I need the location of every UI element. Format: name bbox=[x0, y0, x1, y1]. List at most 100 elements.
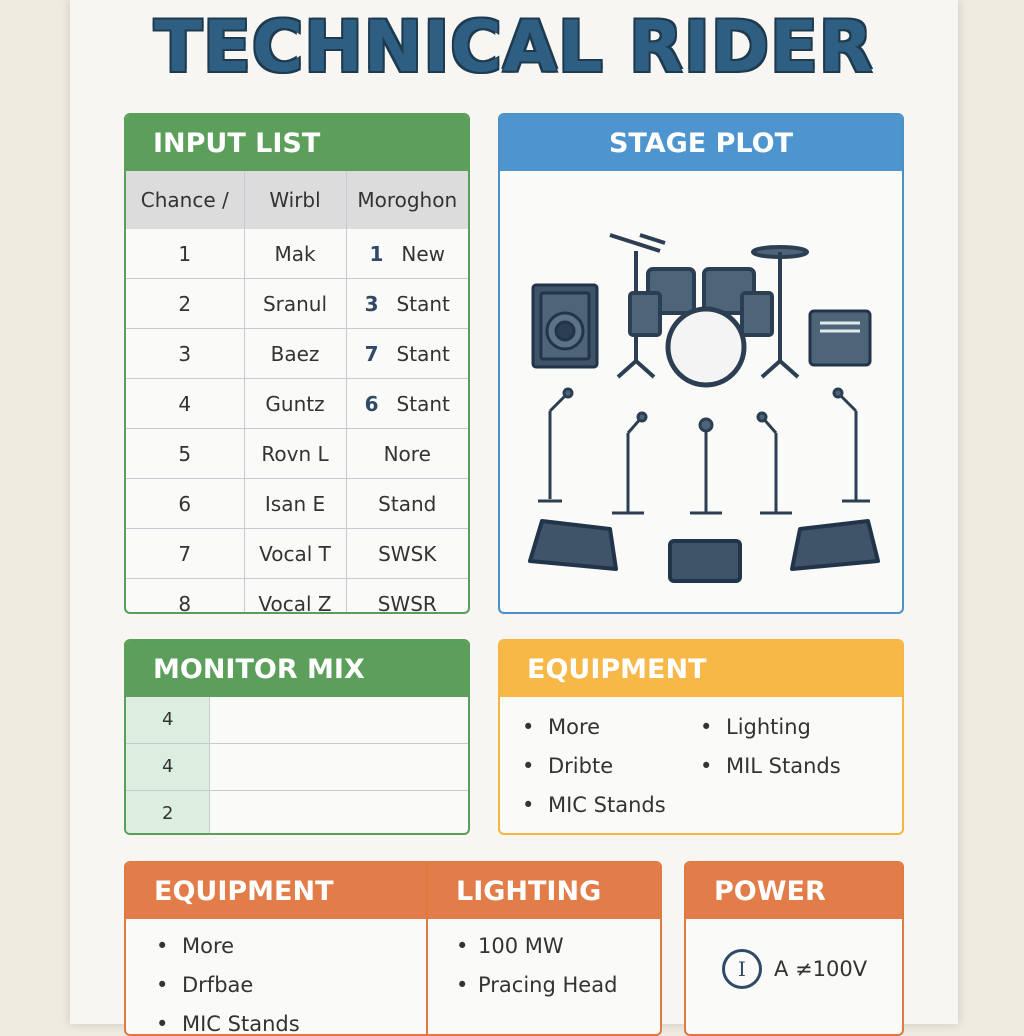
item-label: MIL Stands bbox=[726, 754, 841, 778]
mic-number: 1 bbox=[369, 241, 384, 266]
power-icon: I bbox=[722, 949, 762, 989]
mic-label: Stant bbox=[396, 391, 450, 416]
input-list-heading: INPUT LIST bbox=[126, 115, 468, 171]
column-divider bbox=[426, 863, 428, 1034]
stage-plot-diagram bbox=[528, 233, 880, 583]
stage-plot-heading: STAGE PLOT bbox=[500, 115, 902, 171]
instrument-cell: Isan E bbox=[244, 478, 347, 529]
amp-icon bbox=[531, 283, 599, 369]
mic-cell: Stand bbox=[346, 478, 468, 529]
monitor-mix-panel: MONITOR MIX 4 4 2 bbox=[124, 639, 470, 835]
list-item: •More bbox=[156, 934, 235, 958]
table-row: 7 Vocal T SWSK bbox=[126, 528, 468, 579]
instrument-cell: Rovn L bbox=[244, 428, 347, 479]
item-label: MIC Stands bbox=[182, 1012, 300, 1036]
list-item: •More bbox=[522, 715, 601, 739]
item-label: Drfbae bbox=[182, 973, 254, 997]
mic-number: 3 bbox=[364, 291, 379, 316]
equipment-panel: EQUIPMENT •More •Dribte •MIC Stands •Lig… bbox=[498, 639, 904, 835]
channel-cell: 3 bbox=[126, 328, 245, 379]
page-title: TECHNICAL RIDER bbox=[154, 6, 874, 88]
equipment-list-left: •More •Dribte •MIC Stands bbox=[522, 708, 666, 825]
instrument-cell: Vocal T bbox=[244, 528, 347, 579]
mic-number: 6 bbox=[364, 391, 379, 416]
instrument-cell: Mak bbox=[244, 229, 347, 279]
column-header-channel: Chance / bbox=[126, 171, 245, 229]
mic-cell: 6 Stant bbox=[346, 378, 468, 429]
mic-label: New bbox=[401, 241, 446, 266]
mic-cell: 3 Stant bbox=[346, 278, 468, 329]
channel-cell: 8 bbox=[126, 578, 245, 612]
input-list-table: Chance / Wirbl Moroghon 1 Mak 1 New 2 Sra… bbox=[126, 171, 468, 614]
instrument-cell: Baez bbox=[244, 328, 347, 379]
item-label: 100 MW bbox=[478, 934, 564, 958]
mix-number: 4 bbox=[126, 697, 210, 743]
mix-number: 4 bbox=[126, 744, 210, 790]
mic-cell: SWSK bbox=[346, 528, 468, 579]
drum-kit-icon bbox=[609, 233, 809, 388]
equipment-list-right: •Lighting •MIL Stands bbox=[700, 708, 841, 786]
power-icon-glyph: I bbox=[738, 957, 746, 981]
mix-number: 2 bbox=[126, 791, 210, 833]
table-row: 6 Isan E Stand bbox=[126, 478, 468, 529]
table-row: 1 Mak 1 New bbox=[126, 229, 468, 279]
stage-plot-panel: STAGE PLOT bbox=[498, 113, 904, 614]
mic-cell: 1 New bbox=[346, 229, 468, 279]
input-list-panel: INPUT LIST Chance / Wirbl Moroghon 1 Mak… bbox=[124, 113, 470, 614]
mic-label: Stant bbox=[396, 291, 450, 316]
mic-cell: SWSR bbox=[377, 591, 437, 614]
equipment-heading-2: EQUIPMENT bbox=[126, 863, 428, 919]
list-item: •MIC Stands bbox=[156, 1012, 300, 1036]
channel-cell: 2 bbox=[126, 278, 245, 329]
power-heading: POWER bbox=[686, 863, 902, 919]
instrument-cell: Sranul bbox=[244, 278, 347, 329]
item-label: More bbox=[182, 934, 235, 958]
table-row: 4 Guntz 6 Stant bbox=[126, 378, 468, 429]
mic-stand-icon bbox=[538, 387, 870, 515]
wedge-monitor-icon bbox=[528, 519, 880, 583]
instrument-cell: Vocal Z bbox=[244, 578, 347, 612]
item-label: Lighting bbox=[726, 715, 811, 739]
table-row: 5 Rovn L Nore bbox=[126, 428, 468, 479]
item-label: Dribte bbox=[548, 754, 614, 778]
list-item: •Lighting bbox=[700, 715, 811, 739]
monitor-mix-heading: MONITOR MIX bbox=[126, 641, 468, 697]
column-header-instrument: Wirbl bbox=[244, 171, 347, 229]
item-label: MIC Stands bbox=[548, 793, 666, 817]
mic-label: Stant bbox=[396, 341, 450, 366]
equipment-list-2: •More •Drfbae •MIC Stands bbox=[156, 927, 300, 1036]
keyboard-amp-icon bbox=[808, 309, 872, 367]
item-label: Pracing Head bbox=[478, 973, 618, 997]
list-item: •100 MW bbox=[456, 934, 564, 958]
channel-cell: 7 bbox=[126, 528, 245, 579]
table-row: 3 Baez 7 Stant bbox=[126, 328, 468, 379]
mic-cell: Nore bbox=[346, 428, 468, 479]
power-label: A ≠100V bbox=[774, 957, 868, 981]
column-header-microphone: Moroghon bbox=[346, 171, 468, 229]
list-item: 4 bbox=[126, 744, 468, 791]
list-item: 4 bbox=[126, 697, 468, 744]
channel-cell: 1 bbox=[126, 229, 245, 279]
list-item: •Drfbae bbox=[156, 973, 254, 997]
channel-cell: 4 bbox=[126, 378, 245, 429]
orange-panel-heads: EQUIPMENT LIGHTING bbox=[126, 863, 660, 919]
equipment-heading: EQUIPMENT bbox=[500, 641, 902, 697]
lighting-list: •100 MW •Pracing Head bbox=[456, 927, 617, 1005]
item-label: More bbox=[548, 715, 601, 739]
list-item: 2 bbox=[126, 791, 468, 833]
table-header-row: Chance / Wirbl Moroghon bbox=[126, 171, 468, 229]
channel-cell: 5 bbox=[126, 428, 245, 479]
equipment-lighting-panel: EQUIPMENT LIGHTING •More •Drfbae •MIC St… bbox=[124, 861, 662, 1036]
list-item: •MIL Stands bbox=[700, 754, 841, 778]
mic-number: 7 bbox=[364, 341, 379, 366]
power-panel: POWER I A ≠100V bbox=[684, 861, 904, 1036]
monitor-mix-list: 4 4 2 bbox=[126, 697, 468, 833]
table-row: 2 Sranul 3 Stant bbox=[126, 278, 468, 329]
list-item: •Dribte bbox=[522, 754, 614, 778]
instrument-cell: Guntz bbox=[244, 378, 347, 429]
lighting-heading: LIGHTING bbox=[428, 863, 660, 919]
list-item: •MIC Stands bbox=[522, 793, 666, 817]
mic-cell: 7 Stant bbox=[346, 328, 468, 379]
channel-cell: 6 bbox=[126, 478, 245, 529]
list-item: •Pracing Head bbox=[456, 973, 618, 997]
